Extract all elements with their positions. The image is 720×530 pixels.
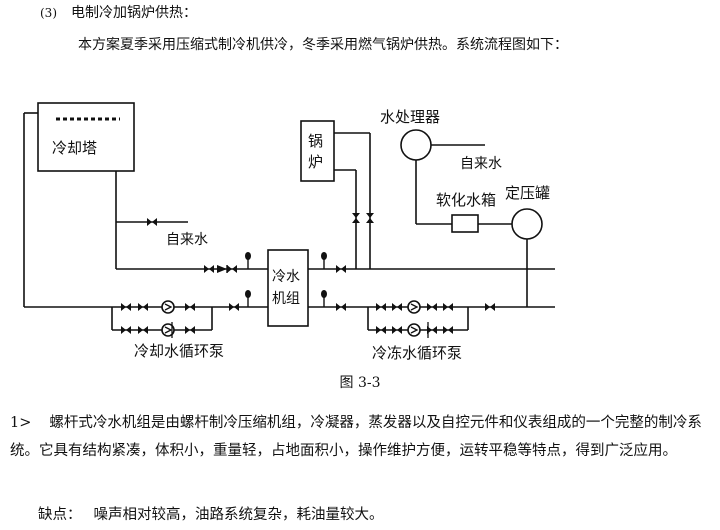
chilled-pump-label: 冷冻水循环泵 bbox=[372, 344, 462, 362]
water-treatment-label: 水处理器 bbox=[380, 108, 440, 126]
chiller-box bbox=[267, 249, 309, 327]
paragraph-1-text: 螺杆式冷水机组是由螺杆制冷压缩机组，冷凝器，蒸发器以及自控元件和仪表组成的一个完… bbox=[10, 415, 702, 459]
cooling-tower-label: 冷却塔 bbox=[52, 139, 97, 157]
intro-paragraph: 本方案夏季采用压缩式制冷机供冷，冬季采用燃气锅炉供热。系统流程图如下： bbox=[78, 37, 568, 53]
pressure-tank-circle bbox=[511, 208, 543, 240]
pressure-tank-label: 定压罐 bbox=[505, 184, 550, 202]
boiler-label-2: 炉 bbox=[308, 153, 323, 171]
chiller-label-1: 冷水 bbox=[272, 269, 300, 285]
tap-water-left-label: 自来水 bbox=[166, 232, 208, 248]
boiler-label-1: 锅 bbox=[308, 132, 323, 150]
paragraph-2-lead: 缺点： bbox=[38, 507, 82, 523]
chiller-label-2: 机组 bbox=[272, 291, 300, 307]
paragraph-1-lead: 1> bbox=[10, 415, 32, 431]
section-heading: (3) 电制冷加锅炉供热： bbox=[40, 2, 197, 22]
paragraph-1: 1>螺杆式冷水机组是由螺杆制冷压缩机组，冷凝器，蒸发器以及自控元件和仪表组成的一… bbox=[10, 409, 710, 465]
paragraph-2-text: 噪声相对较高，油路系统复杂，耗油量较大。 bbox=[93, 507, 384, 523]
water-treatment-circle bbox=[400, 129, 432, 161]
boiler-box bbox=[300, 120, 335, 182]
softened-tank-label: 软化水箱 bbox=[436, 191, 496, 209]
paragraph-2: 缺点： 噪声相对较高，油路系统复杂，耗油量较大。 bbox=[38, 501, 720, 529]
cooling-tower-box bbox=[37, 102, 135, 172]
figure-caption: 图 3-3 bbox=[339, 375, 381, 391]
section-number: (3) bbox=[40, 6, 57, 20]
system-flow-diagram: 冷却塔 自来水 锅 炉 水处理器 自来水 软化水箱 定压罐 冷水 机组 冷却水循… bbox=[23, 102, 555, 362]
tap-water-top-label: 自来水 bbox=[460, 156, 502, 172]
cooling-pump-label: 冷却水循环泵 bbox=[134, 342, 224, 360]
section-title: 电制冷加锅炉供热： bbox=[71, 5, 197, 21]
softened-tank-box bbox=[451, 214, 479, 233]
